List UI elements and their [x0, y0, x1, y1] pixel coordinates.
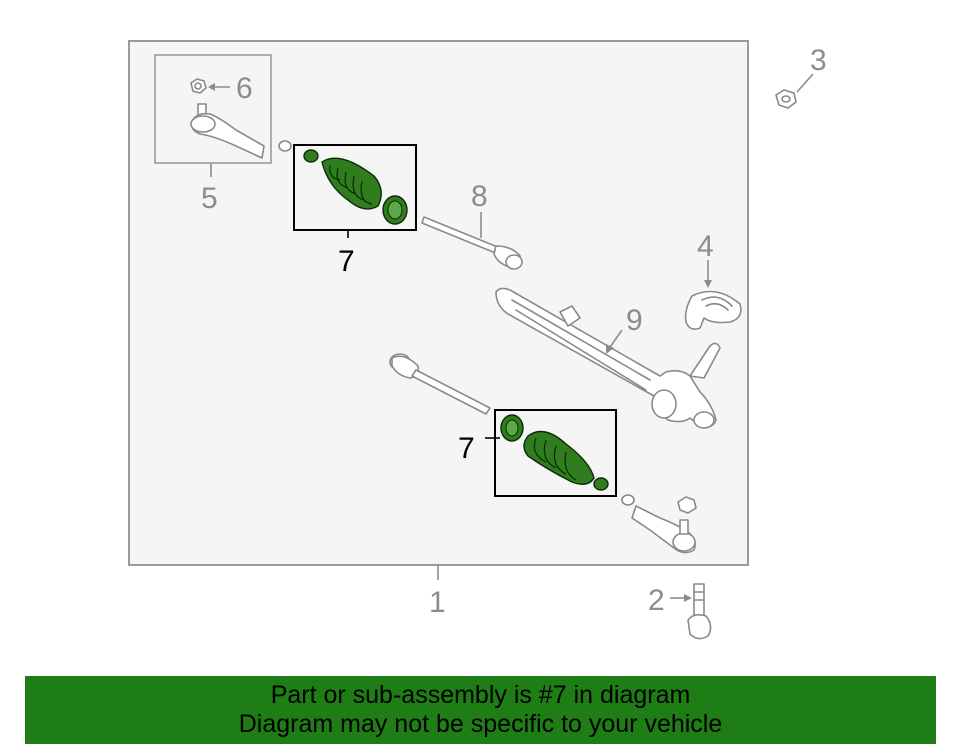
notice-line-part: Part or sub-assembly is #7 in diagram	[270, 681, 691, 709]
arrow-icon	[208, 83, 215, 91]
nut-part-6[interactable]	[190, 78, 207, 94]
callout-6: 6	[236, 72, 253, 105]
callout-3: 3	[810, 44, 827, 77]
callout-5: 5	[201, 182, 218, 215]
bellows-boot-part-7-upper[interactable]	[303, 149, 408, 225]
notice-line-disclaimer: Diagram may not be specific to your vehi…	[238, 710, 723, 738]
callout-1: 1	[429, 586, 446, 619]
callout-9: 9	[626, 304, 643, 337]
small-washer	[278, 140, 292, 152]
bellows-boot-part-7-lower[interactable]	[500, 414, 609, 491]
mount-bushing-part-4[interactable]	[684, 290, 742, 330]
bolt-part-2[interactable]	[687, 583, 712, 640]
inner-tie-rod-lower[interactable]	[389, 353, 491, 415]
arrow-icon	[606, 344, 614, 354]
arrow-icon	[684, 594, 692, 602]
steering-rack-part-9[interactable]	[495, 287, 721, 429]
outer-tie-rod-end-lower[interactable]	[621, 494, 697, 554]
boot-kit-box-lower	[494, 409, 617, 497]
tie-rod-end-box	[154, 54, 272, 164]
notice-banner: Part or sub-assembly is #7 in diagram Di…	[25, 676, 936, 744]
outer-tie-rod-end-part-5[interactable]	[190, 103, 265, 159]
callout-7-upper: 7	[338, 245, 355, 278]
callout-2: 2	[648, 584, 665, 617]
callout-8: 8	[471, 180, 488, 213]
inner-tie-rod-part-8[interactable]	[421, 216, 523, 270]
callout-7-lower: 7	[458, 432, 475, 465]
boot-kit-box-upper	[293, 144, 417, 231]
nut-part-3[interactable]	[775, 89, 797, 109]
arrow-icon	[704, 280, 712, 288]
callout-4: 4	[697, 230, 714, 263]
